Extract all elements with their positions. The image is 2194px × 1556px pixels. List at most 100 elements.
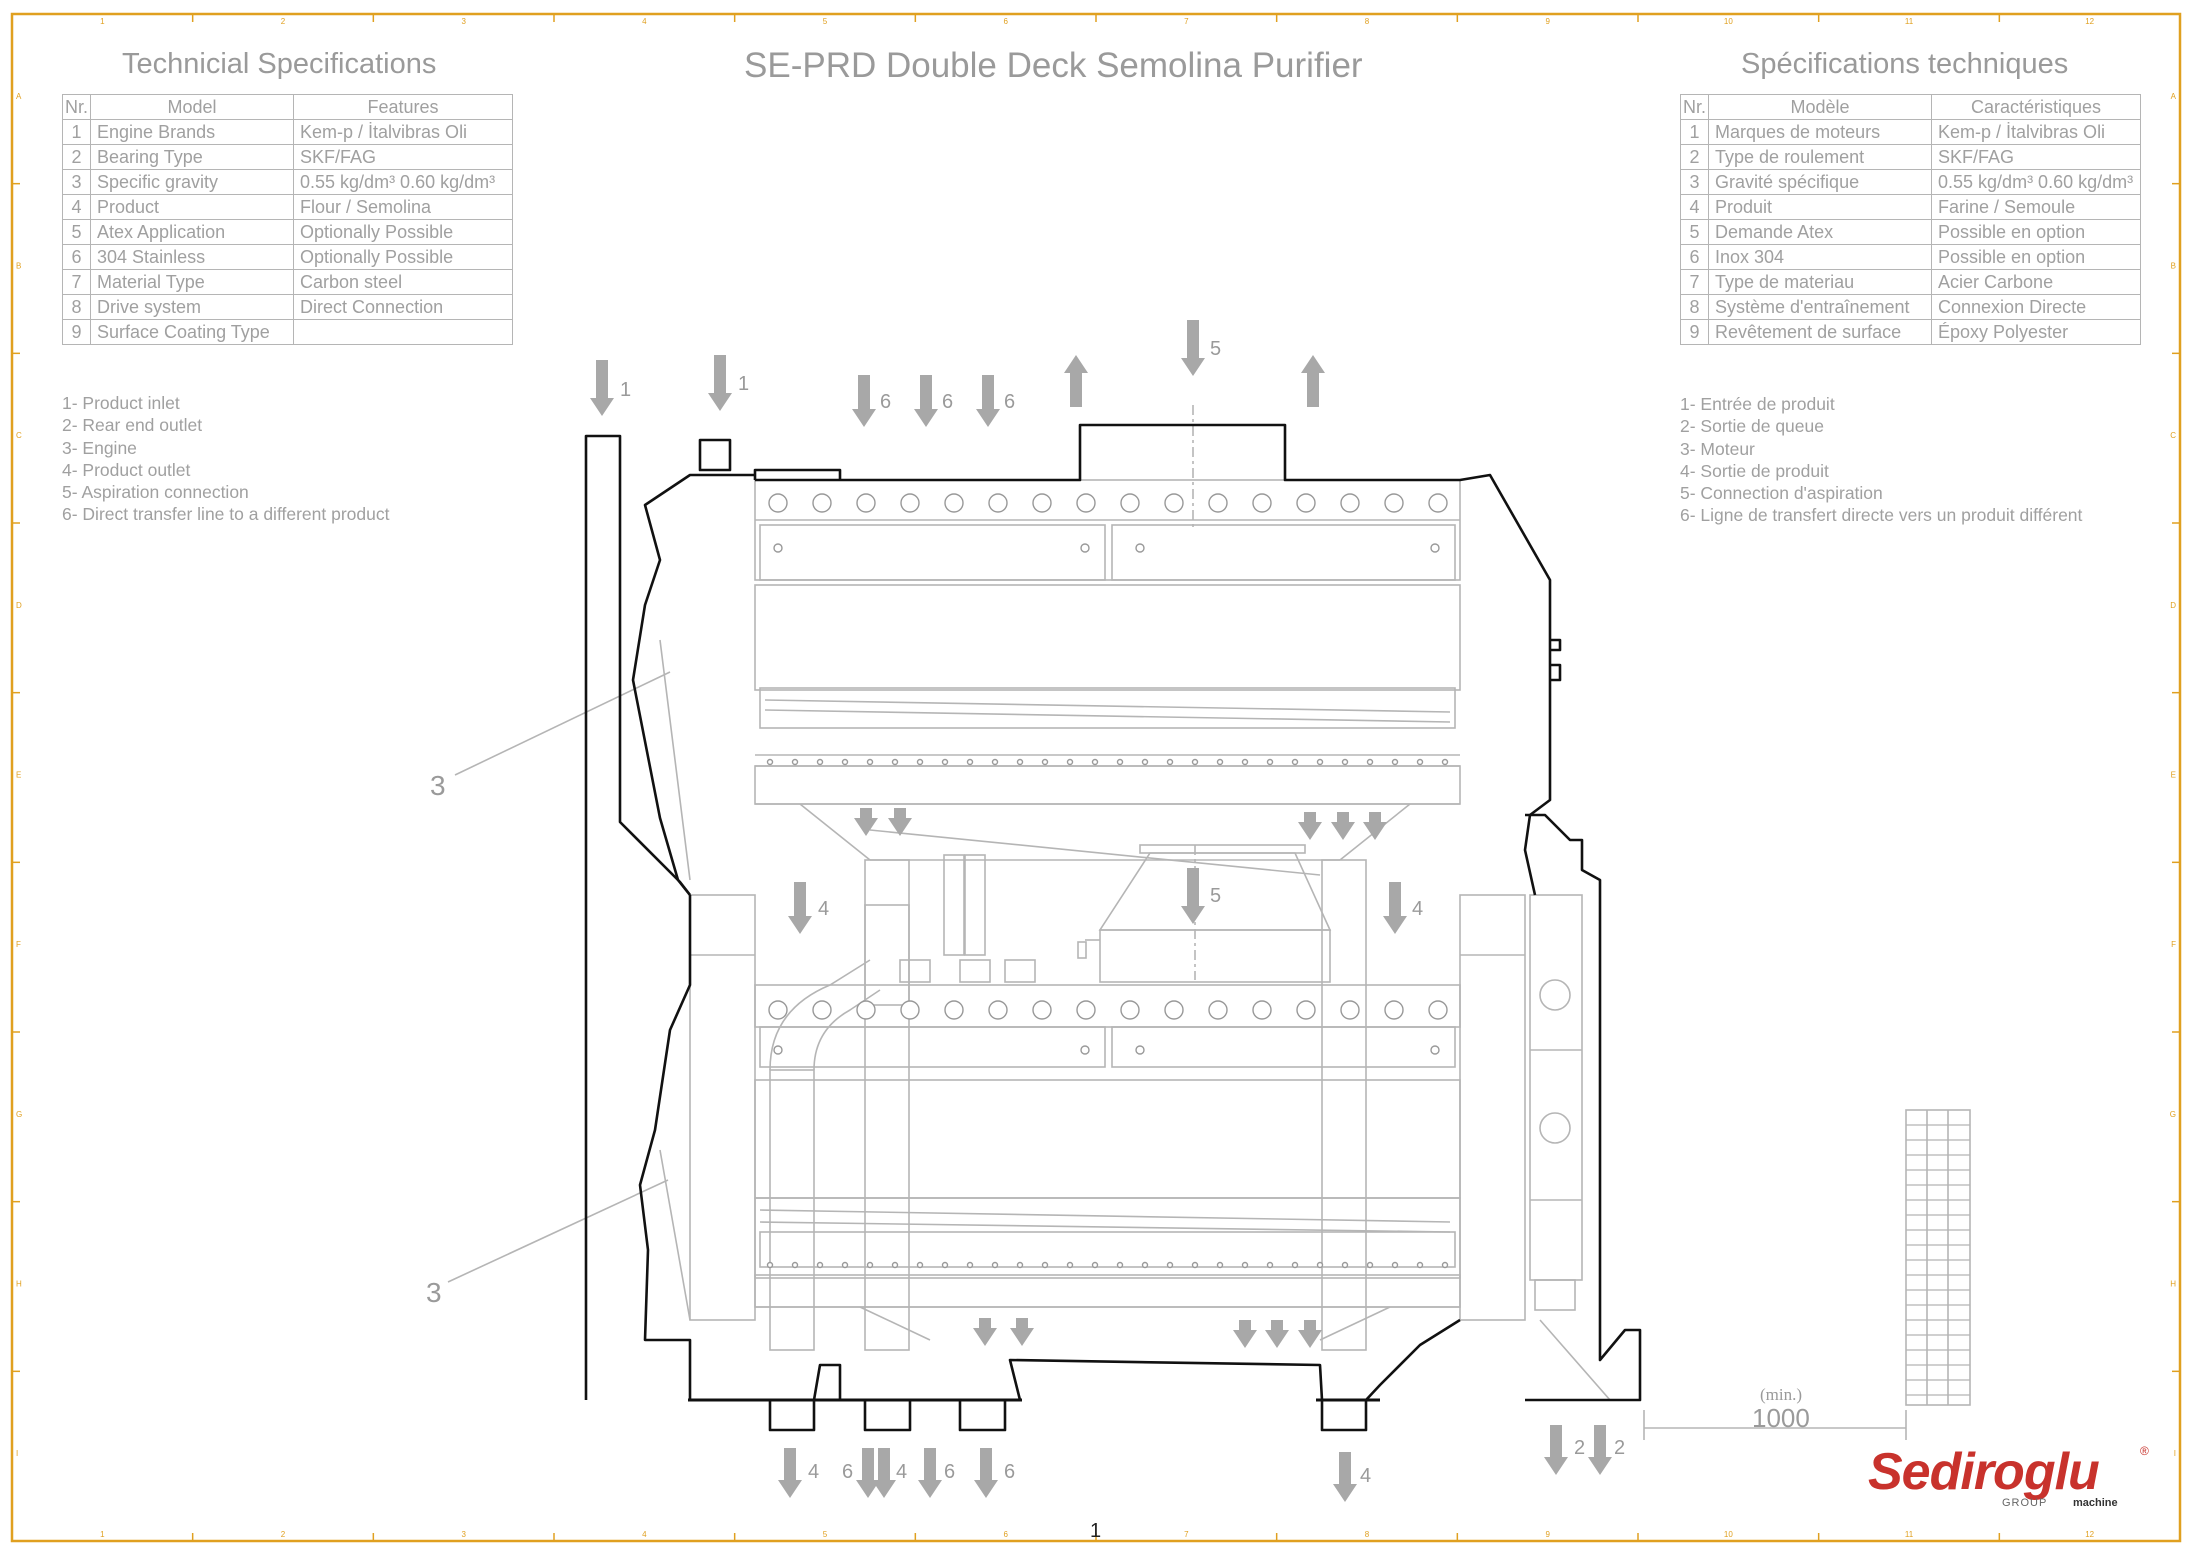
spec-feature (293, 319, 514, 345)
transfer-arrow (872, 1448, 896, 1498)
bolt (1216, 1261, 1224, 1269)
label-engine-upper: 3 (430, 770, 446, 801)
frame-column-label: 6 (1003, 1530, 1008, 1539)
spec-feature: Optionally Possible (293, 219, 514, 245)
bolt (1041, 758, 1049, 766)
logo-sub-group: GROUP (2002, 1497, 2048, 1509)
header-nr: Nr. (1679, 94, 1710, 120)
frame-column-label: 11 (1905, 1530, 1914, 1539)
spec-nr: 7 (1679, 269, 1710, 295)
spec-model: Gravité spécifique (1708, 169, 1933, 195)
label-transfer-3: 6 (1004, 391, 1015, 413)
bolt (1296, 1000, 1316, 1020)
frame-ticks (12, 14, 2180, 1541)
bolt (1391, 1261, 1399, 1269)
legend-item: 4- Product outlet (62, 459, 191, 480)
transfer-arrow (914, 375, 938, 427)
frame-column-label: 1 (100, 1530, 105, 1539)
frame-row-label: C (16, 431, 22, 440)
frame-column-label: 12 (2085, 17, 2094, 26)
frame-column-label: 4 (642, 17, 647, 26)
frame-row-label: A (16, 92, 22, 101)
frame-column-label: 6 (1003, 17, 1008, 26)
bolt (1076, 493, 1096, 513)
spec-nr: 1 (1679, 119, 1710, 145)
wall-bricks (1906, 1124, 1970, 1396)
frame-column-label: 4 (642, 1530, 647, 1539)
bolt (866, 1261, 874, 1269)
bolt (1430, 1045, 1440, 1055)
frame-row-label: I (16, 1449, 18, 1458)
bolt (966, 758, 974, 766)
bolt (1164, 493, 1184, 513)
aspiration-arrow (1181, 320, 1205, 376)
inlet-arrow (708, 355, 732, 411)
spec-model: Bearing Type (90, 144, 295, 170)
bolt (1116, 1261, 1124, 1269)
outlet-arrow (1333, 1452, 1357, 1502)
spec-feature: Acier Carbone (1931, 269, 2142, 295)
spec-nr: 2 (61, 144, 92, 170)
transfer-arrow (856, 1448, 880, 1498)
bolt (1076, 1000, 1096, 1020)
frame-row-label: C (2170, 431, 2176, 440)
spec-model: Product (90, 194, 295, 220)
spec-model: Atex Application (90, 219, 295, 245)
bolt (1066, 758, 1074, 766)
frame-column-label: 2 (281, 17, 286, 26)
bolt (841, 758, 849, 766)
legend-item: 1- Entrée de produit (1680, 394, 1835, 414)
frame-column-label: 10 (1724, 1530, 1733, 1539)
bolt (1041, 1261, 1049, 1269)
bolt (1241, 1261, 1249, 1269)
bolt (1340, 493, 1360, 513)
spec-nr: 6 (61, 244, 92, 270)
spec-heading-fr: Spécifications techniques (1741, 48, 2069, 80)
bolt (1141, 1261, 1149, 1269)
frame-column-label: 7 (1184, 1530, 1189, 1539)
bolt-row (766, 493, 1449, 1269)
spec-model: Material Type (90, 269, 295, 295)
bolt (1091, 758, 1099, 766)
frame-row-label: D (2170, 601, 2176, 610)
flow-arrow (1331, 812, 1355, 840)
spec-model: Système d'entraînement (1708, 294, 1933, 320)
spec-feature: Optionally Possible (293, 244, 514, 270)
label-transfer-2: 6 (942, 391, 953, 413)
bolt (988, 493, 1008, 513)
bolt (1266, 1261, 1274, 1269)
machine-outline (584, 423, 1642, 1432)
bolt (944, 1000, 964, 1020)
bolt (1416, 1261, 1424, 1269)
flow-arrow (1298, 1320, 1322, 1348)
bolt (1241, 758, 1249, 766)
frame-row-label: A (2171, 92, 2177, 101)
frame-row-label: B (2171, 262, 2176, 271)
bolt (1032, 493, 1052, 513)
frame-row-label: F (2171, 940, 2176, 949)
bolt (856, 1000, 876, 1020)
spec-nr: 4 (1679, 194, 1710, 220)
transfer-arrow (976, 375, 1000, 427)
label-aspiration-top: 5 (1210, 338, 1221, 360)
bolt (1116, 758, 1124, 766)
bolt (1135, 1045, 1145, 1055)
bolt (1316, 1261, 1324, 1269)
frame-column-label: 10 (1724, 17, 1733, 26)
header-model: Modèle (1708, 94, 1933, 120)
bolt (991, 1261, 999, 1269)
bolt (1252, 493, 1272, 513)
spec-feature: Farine / Semoule (1931, 194, 2142, 220)
bolt (1366, 1261, 1374, 1269)
bolt (1091, 1261, 1099, 1269)
label-rear-outlet-1: 2 (1574, 1437, 1585, 1459)
bolt (1066, 1261, 1074, 1269)
bolt (1291, 758, 1299, 766)
spec-feature: SKF/FAG (1931, 144, 2142, 170)
